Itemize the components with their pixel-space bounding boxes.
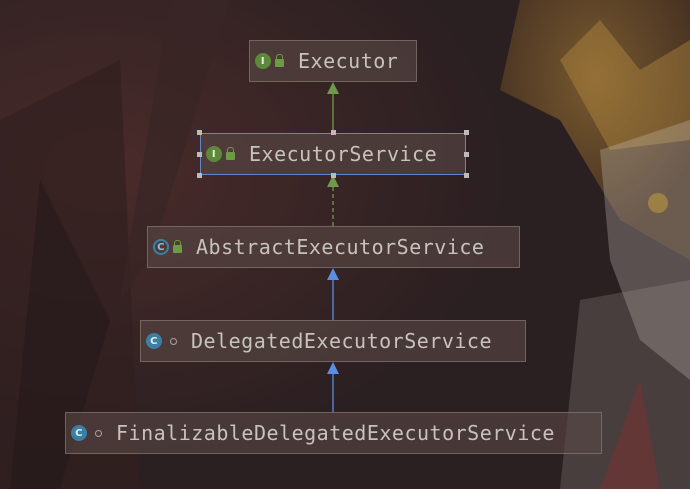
node-executor[interactable]: I Executor bbox=[249, 40, 417, 82]
arrowhead-icon bbox=[327, 175, 339, 187]
node-executor-service[interactable]: I ExecutorService bbox=[200, 133, 466, 175]
interface-icon: I bbox=[255, 53, 271, 69]
node-delegated-executor-service[interactable]: C DelegatedExecutorService bbox=[140, 320, 526, 362]
abstract-class-icon: C bbox=[153, 239, 169, 255]
arrowhead-icon bbox=[327, 268, 339, 280]
node-label: ExecutorService bbox=[249, 142, 438, 166]
package-private-icon bbox=[170, 337, 177, 345]
selection-handle[interactable] bbox=[464, 152, 469, 157]
node-label: AbstractExecutorService bbox=[196, 235, 485, 259]
lock-icon bbox=[275, 54, 284, 67]
node-label: Executor bbox=[298, 49, 399, 73]
selection-handle[interactable] bbox=[197, 173, 202, 178]
lock-icon bbox=[226, 147, 235, 160]
selection-handle[interactable] bbox=[197, 130, 202, 135]
selection-handle[interactable] bbox=[464, 173, 469, 178]
selection-handle[interactable] bbox=[331, 130, 336, 135]
selection-handle[interactable] bbox=[464, 130, 469, 135]
node-abstract-executor-service[interactable]: C AbstractExecutorService bbox=[147, 226, 520, 268]
node-label: FinalizableDelegatedExecutorService bbox=[116, 421, 555, 445]
interface-icon: I bbox=[206, 146, 222, 162]
node-label: DelegatedExecutorService bbox=[191, 329, 492, 353]
class-icon: C bbox=[71, 425, 87, 441]
selection-handle[interactable] bbox=[197, 152, 202, 157]
arrowhead-icon bbox=[327, 362, 339, 374]
package-private-icon bbox=[95, 429, 102, 437]
class-icon: C bbox=[146, 333, 162, 349]
arrowhead-icon bbox=[327, 82, 339, 94]
selection-handle[interactable] bbox=[331, 173, 336, 178]
lock-icon bbox=[173, 240, 182, 253]
node-finalizable-delegated-executor-service[interactable]: C FinalizableDelegatedExecutorService bbox=[65, 412, 602, 454]
